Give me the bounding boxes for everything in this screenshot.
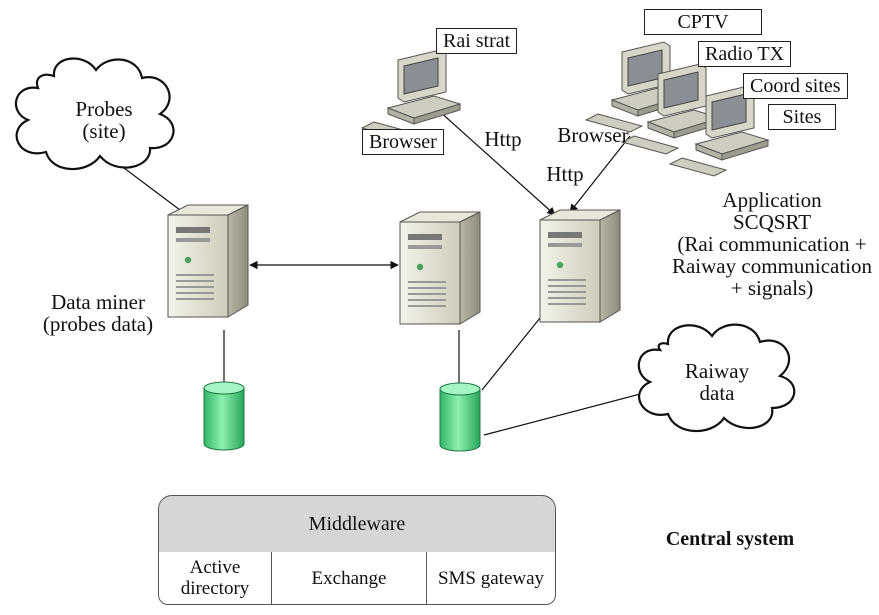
exchange-cell: Exchange: [272, 552, 427, 604]
http-arrow-right: [569, 135, 631, 213]
rai-strat-pc-icon: [361, 49, 461, 141]
data-miner-label: Data miner (probes data): [42, 290, 154, 336]
central-system-label: Central system: [665, 528, 795, 550]
coord-sites-box: Coord sites: [743, 73, 848, 99]
http-label-left: Http: [484, 127, 522, 151]
central-database-icon: [439, 382, 481, 452]
app-to-db-line: [481, 317, 541, 391]
browser-label-right: Browser: [557, 123, 629, 147]
radio-tx-box: Radio TX: [698, 41, 792, 67]
rai-strat-box: Rai strat: [436, 28, 518, 54]
active-directory-cell: Active directory: [159, 552, 272, 604]
application-label: Application SCQSRT (Rai communication + …: [671, 188, 873, 300]
raiway-cloud-label: Raiway data: [684, 359, 750, 405]
http-arrow-left: [437, 109, 556, 216]
http-label-right: Http: [546, 162, 584, 186]
probes-cloud: [14, 57, 175, 171]
central-server-icon: [399, 211, 481, 325]
cptv-box: CPTV: [644, 9, 762, 35]
sms-gateway-cell: SMS gateway: [437, 567, 545, 589]
probes-cloud-label: Probes (site): [75, 97, 133, 143]
middleware-services-row: Active directory Exchange SMS gateway: [158, 552, 556, 605]
middleware-title: Middleware: [158, 495, 556, 553]
db-to-raiway-line: [483, 391, 649, 436]
application-server-icon: [539, 209, 621, 323]
raiway-cloud: [637, 323, 796, 433]
data-miner-database-icon: [203, 381, 245, 451]
browser-box-left: Browser: [362, 129, 444, 155]
middleware-block: Middleware Active directory Exchange SMS…: [158, 495, 556, 607]
sites-box: Sites: [768, 104, 836, 130]
